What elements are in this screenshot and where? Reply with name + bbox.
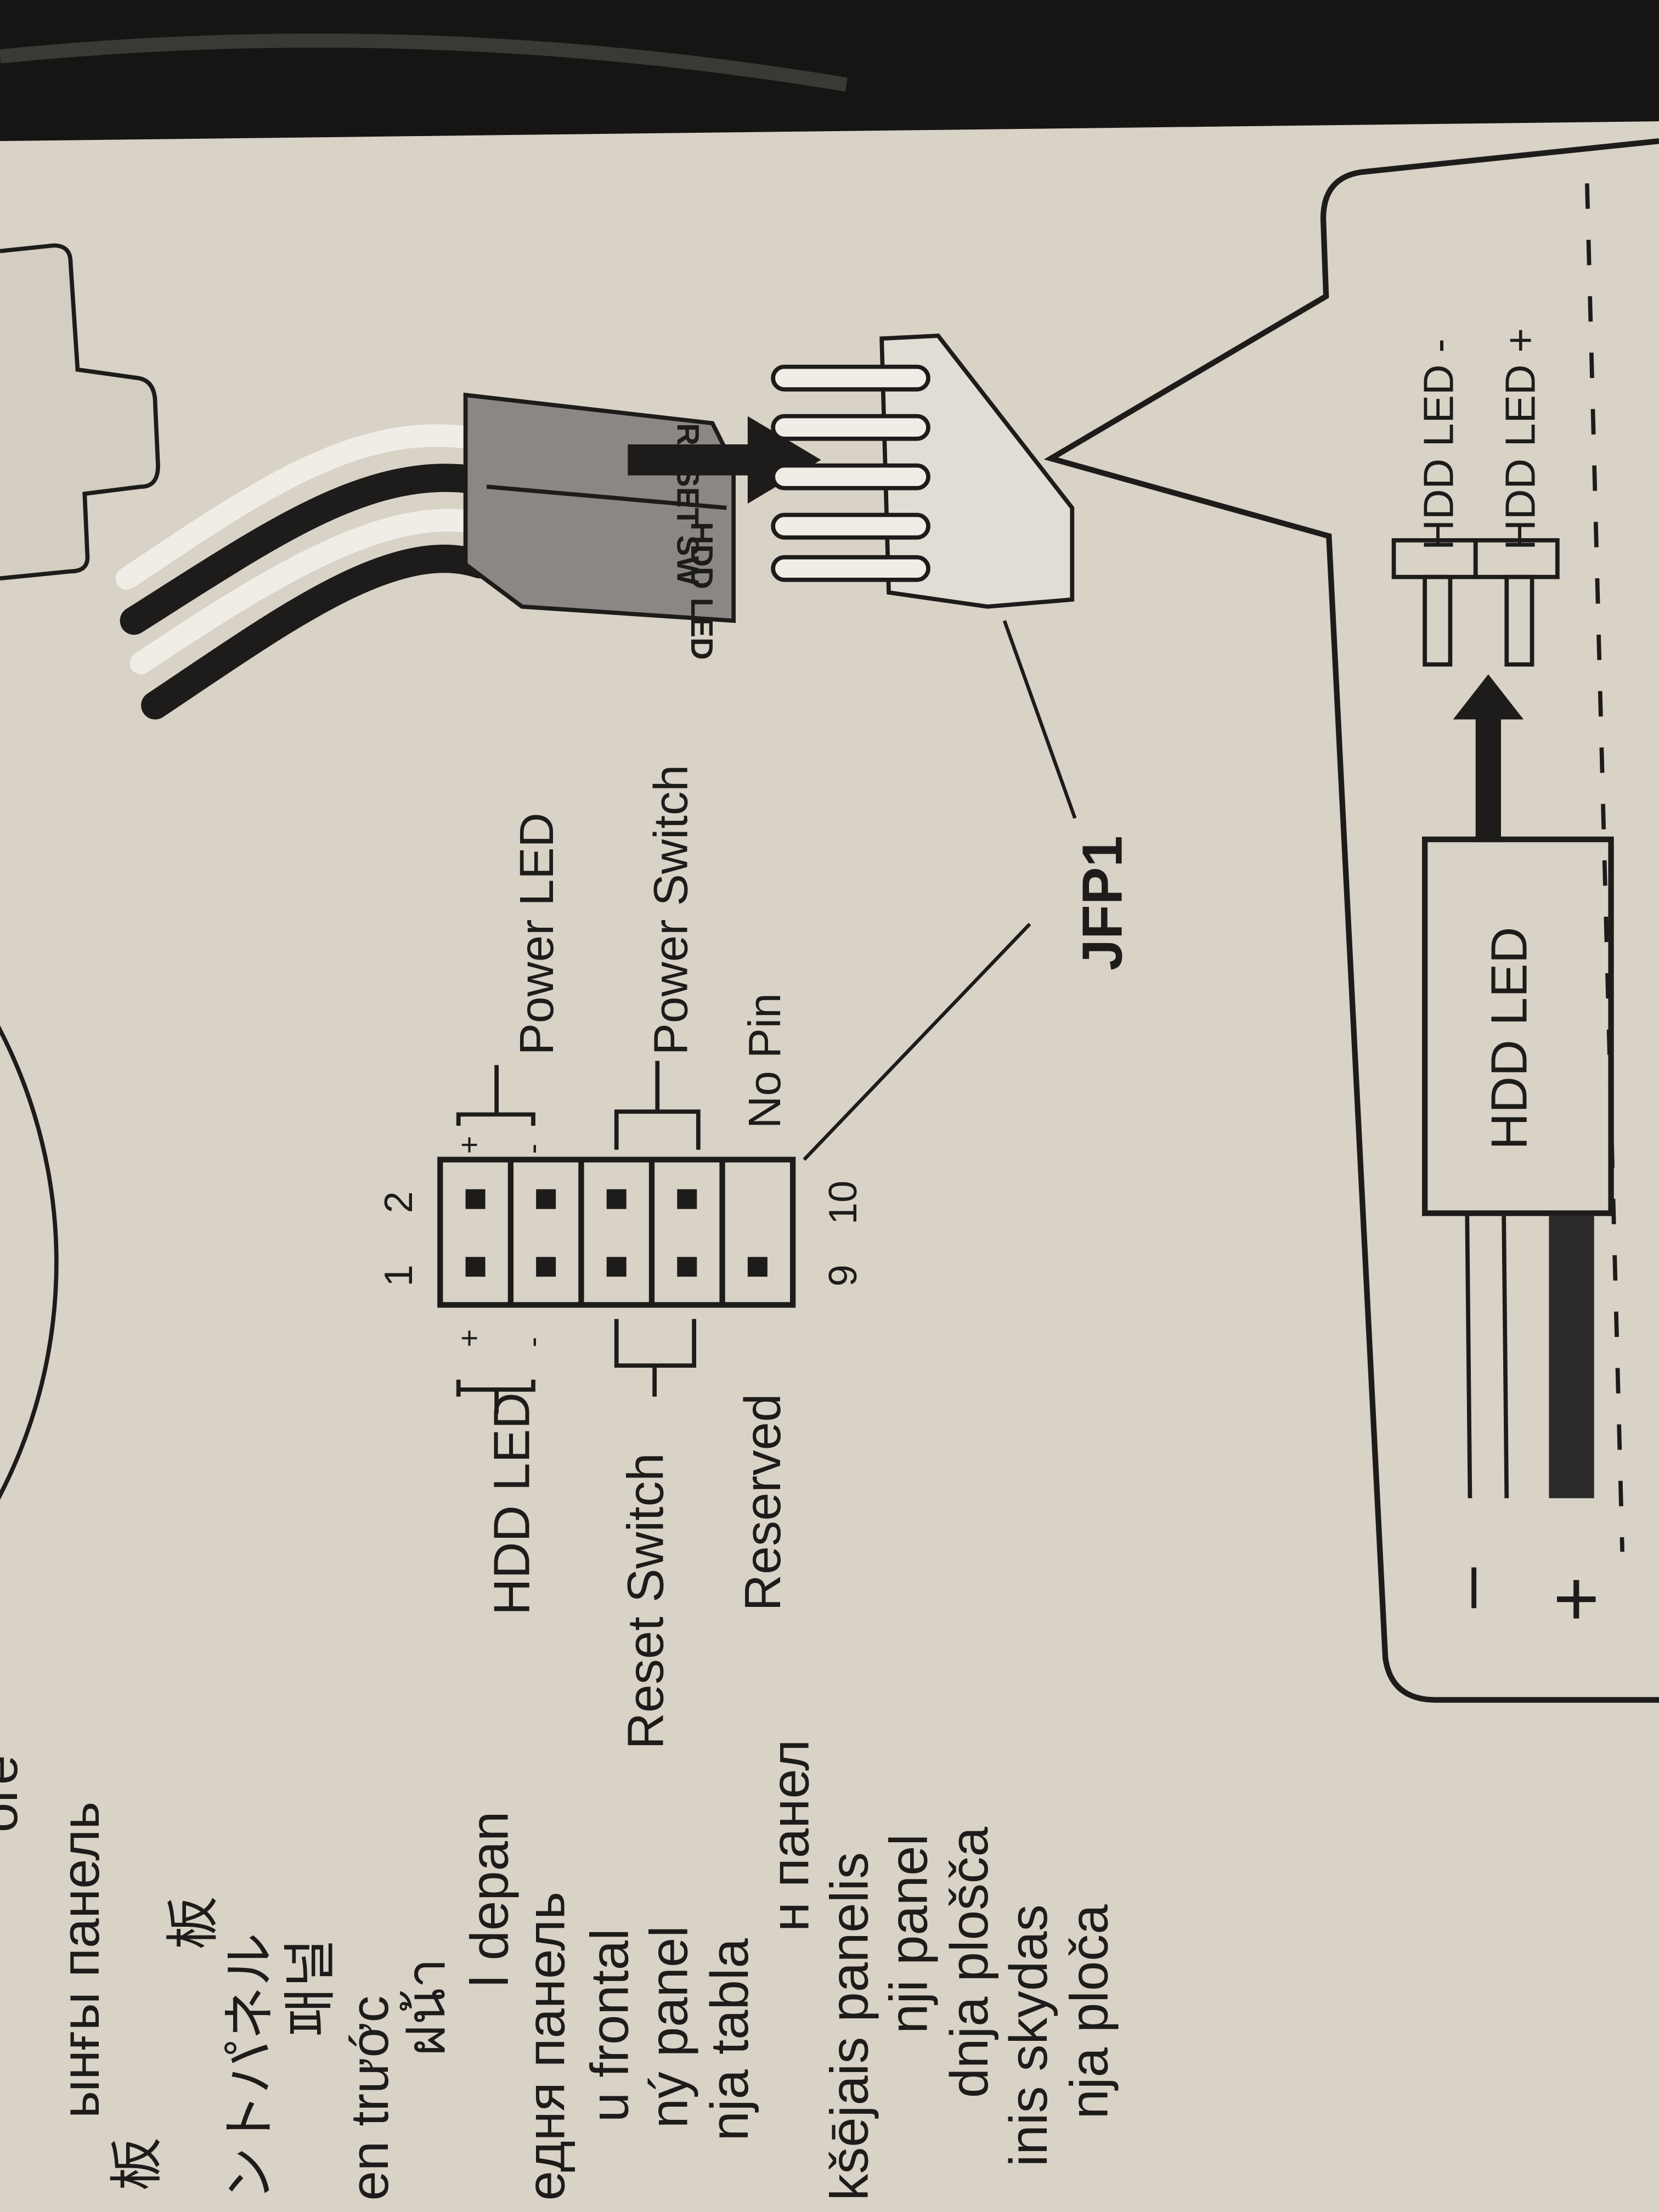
pin [536,1257,556,1277]
language-line: u frontal [579,1928,639,2122]
hdd-led-plus-sign: + [452,1329,486,1347]
pin-cells [465,1159,768,1305]
pin-number-2: 2 [377,1191,421,1213]
header-pins [771,364,930,582]
power-switch-bracket [614,1060,701,1150]
label-hdd-led: HDD LED [483,1392,540,1615]
language-line: ынғы панель [50,1802,110,2118]
power-led-bracket [456,1065,535,1126]
pin-plus [1504,574,1534,667]
language-line: ore [0,1755,29,1832]
label-hdd-led-plus: HDD LED + [1497,328,1544,550]
label-power-led: Power LED [510,812,563,1055]
pin-number-9: 9 [821,1265,865,1286]
label-hdd-led-block: HDD LED [1480,927,1537,1149]
detail-callout-box [1043,138,1659,1703]
pin-header-outline [437,1156,796,1308]
wire-minus [1465,1216,1472,1498]
hdd-led-block [1422,836,1614,1216]
case-drawing-outline [0,243,160,581]
arrow-up-icon [1453,674,1524,843]
header-pin [771,414,930,441]
header-pin [771,364,930,392]
label-no-pin: No Pin [740,993,790,1128]
pin [606,1189,627,1209]
language-line: ントパネル [220,1933,280,2201]
label-reset-switch: Reset Switch [617,1453,674,1749]
label-reserved: Reserved [734,1393,791,1611]
insert-arrow-icon [628,416,821,504]
language-line: едня панель [516,1892,576,2200]
language-line: ฝน้า [396,1958,456,2056]
language-line: 板 [163,1896,223,1950]
header-pin [771,463,930,490]
plug-label-hdd-led: HDD LED [685,522,719,659]
header-pin [771,512,930,540]
hdd-led-detail: HDD LED - HDD LED + HDD LED – + [1391,328,1620,1622]
pin-number-1: 1 [377,1265,421,1286]
motherboard-header-3d [771,334,1075,609]
pin [606,1257,627,1277]
pin-minus [1423,574,1453,667]
language-line: en trước [340,1996,399,2201]
wire-plus [1549,1216,1594,1498]
circle-drawing [0,1025,59,1500]
dashed-divider [1585,183,1624,1552]
language-line: nji panel [878,1834,938,2034]
language-line: kšējais panelis [819,1852,879,2200]
reset-switch-bracket [614,1319,696,1397]
hdd-led-bracket [456,1379,535,1414]
pin [536,1189,556,1209]
wire-minus-2 [1502,1216,1509,1498]
language-line: ný panel [639,1926,698,2128]
header-pin [771,555,930,582]
hdd-led-minus-sign: - [515,1337,550,1347]
language-line: 板 [107,2137,167,2191]
power-led-minus-sign: - [515,1144,550,1154]
pin [465,1257,486,1277]
jfp1-leader-line [1002,620,1077,819]
polarity-minus: – [1427,1567,1509,1608]
background-cable [0,33,848,92]
pin-header-schematic: HDD LED Reset Switch Reserved Power LED … [377,765,1031,1750]
language-line: l depan [460,1812,520,1988]
polarity-plus: + [1531,1576,1620,1622]
language-line: inis skydas [998,1904,1058,2166]
label-hdd-led-minus: HDD LED - [1415,338,1463,550]
pin [747,1257,768,1277]
label-power-switch: Power Switch [644,765,697,1055]
pin-number-10: 10 [821,1181,865,1224]
background-edge [0,0,1659,142]
power-led-plus-sign: + [452,1136,486,1154]
language-line: 패널 [280,1938,340,2037]
language-line: nja tabla [699,1938,759,2141]
pin [677,1257,697,1277]
pin [465,1189,486,1209]
leader-line [803,923,1031,1161]
language-line: nja ploča [1059,1904,1119,2119]
front-panel-wires [115,424,494,720]
pin [677,1189,697,1209]
language-line: н панел [760,1740,820,1932]
language-line: dnja plošča [939,1826,999,2098]
connector-name-jfp1: JFP1 [1070,836,1133,970]
